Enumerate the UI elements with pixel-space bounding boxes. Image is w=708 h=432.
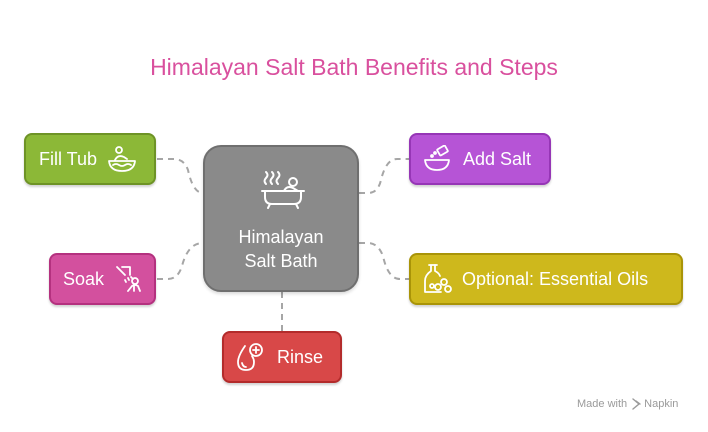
- bowl-water-icon: [108, 146, 136, 172]
- oil-jar-icon: [424, 264, 452, 293]
- connector-add-salt: [359, 158, 409, 194]
- step-label: Fill Tub: [39, 148, 98, 169]
- step-label: Rinse: [277, 346, 324, 367]
- made-with-text: Made with: [577, 398, 628, 410]
- brand-text: Napkin: [644, 398, 679, 410]
- center-label: Himalayan Salt Bath: [238, 227, 324, 271]
- bathtub-icon: [261, 171, 305, 209]
- step-essential-oils: Optional: Essential Oils: [409, 253, 683, 305]
- napkin-logo-icon: [632, 398, 641, 410]
- water-drop-plus-icon: [237, 343, 263, 371]
- step-add-salt: Add Salt: [409, 133, 551, 185]
- step-label: Add Salt: [463, 148, 532, 169]
- connector-soak: [157, 242, 204, 280]
- step-fill-tub: Fill Tub: [24, 133, 156, 185]
- step-label: Optional: Essential Oils: [462, 268, 649, 289]
- step-label: Soak: [63, 268, 105, 289]
- step-soak: Soak: [49, 253, 156, 305]
- connector-oils: [359, 242, 409, 280]
- center-node: Himalayan Salt Bath: [203, 145, 359, 292]
- footer-credit: Made with Napkin: [577, 398, 678, 410]
- shower-person-icon: [116, 266, 141, 292]
- step-rinse: Rinse: [222, 331, 342, 383]
- connector-fill-tub: [157, 158, 204, 194]
- diagram-title: Himalayan Salt Bath Benefits and Steps: [150, 54, 558, 80]
- salt-bowl-icon: [424, 145, 450, 171]
